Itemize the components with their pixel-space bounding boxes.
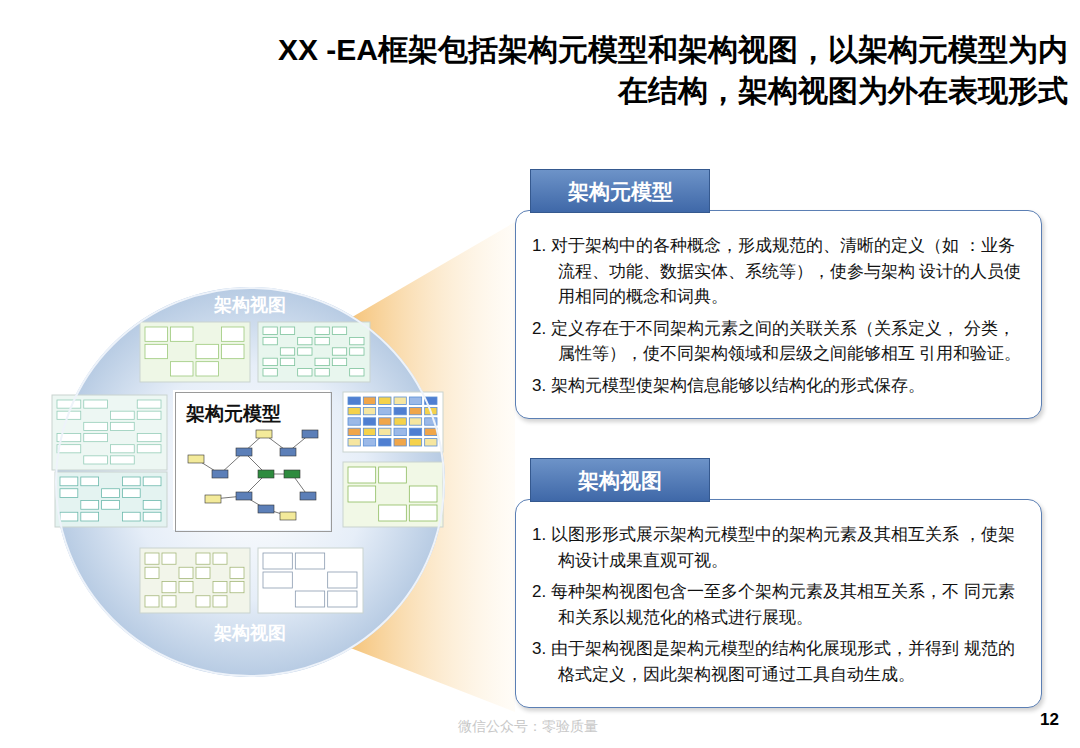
meta-model-panel: 架构元模型1. 对于架构中的各种概念，形成规范的、清晰的定义（如 ：业务流程、功…	[515, 210, 1042, 419]
view-thumbnails	[52, 322, 443, 613]
meta-model-box: 架构元模型	[175, 392, 332, 532]
meta-model-label: 架构元模型	[186, 401, 281, 427]
list-item: 2. 每种架构视图包含一至多个架构元素及其相互关系，不 同元素和关系以规范化的格…	[532, 579, 1025, 630]
list-item: 1. 对于架构中的各种概念，形成规范的、清晰的定义（如 ：业务流程、功能、数据实…	[532, 233, 1025, 310]
view-panel: 架构视图1. 以图形形式展示架构元模型中的架构元素及其相互关系 ，使架构设计成果…	[515, 499, 1042, 708]
list-item: 2. 定义存在于不同架构元素之间的关联关系（关系定义， 分类，属性等），使不同架…	[532, 316, 1025, 367]
panel-tab: 架构元模型	[530, 169, 710, 213]
view-label: 架构视图	[57, 621, 443, 645]
meta-model-diagram	[188, 430, 318, 520]
meta-model-ground	[173, 390, 330, 530]
view-circle: 架构视图架构视图架构元模型	[55, 287, 445, 677]
page-title: XX -EA框架包括架构元模型和架构视图，以架构元模型为内在结构，架构视图为外在…	[248, 30, 1068, 111]
list-item: 3. 架构元模型使架构信息能够以结构化的形式保存。	[532, 373, 1025, 399]
view-disc	[55, 287, 445, 677]
panel-tab: 架构视图	[530, 458, 710, 502]
page-number: 12	[1040, 710, 1059, 730]
view-label: 架构视图	[57, 293, 443, 317]
list-item: 1. 以图形形式展示架构元模型中的架构元素及其相互关系 ，使架构设计成果直观可视…	[532, 522, 1025, 573]
list-item: 3. 由于架构视图是架构元模型的结构化展现形式，并得到 规范的格式定义，因此架构…	[532, 636, 1025, 687]
watermark: 微信公众号：零验质量	[458, 718, 598, 736]
